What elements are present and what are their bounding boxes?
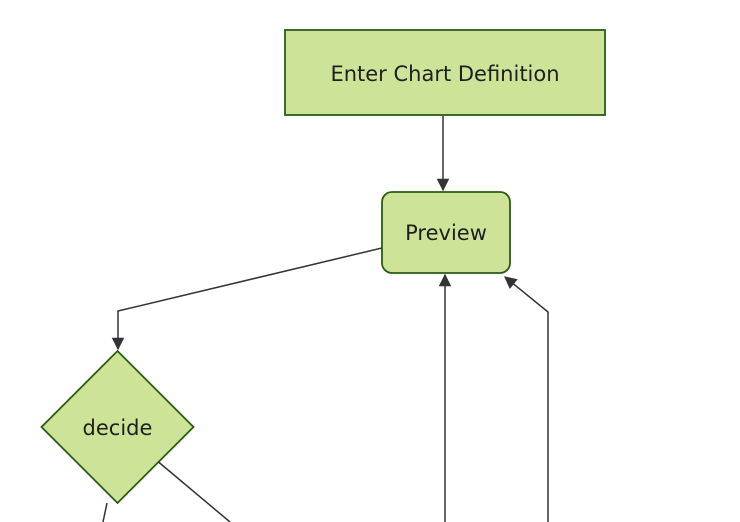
node-decide-label: decide: [83, 416, 153, 440]
edge-decide-to-offscreen-right: [158, 461, 231, 522]
edge-preview-to-decide: [111, 247, 383, 351]
node-enter-label: Enter Chart Definition: [330, 62, 559, 86]
node-enter-rect: [284, 29, 606, 116]
edge-decide-to-offscreen-left: [102, 502, 108, 522]
node-preview-label: Preview: [405, 221, 487, 245]
node-preview-rect: [381, 191, 511, 274]
node-preview: Preview: [381, 191, 511, 274]
node-enter-chart-definition: Enter Chart Definition: [284, 29, 606, 116]
edge-bottom-right-to-preview: [504, 276, 549, 522]
node-decide-diamond: [40, 349, 195, 505]
node-decide: decide: [40, 349, 195, 505]
